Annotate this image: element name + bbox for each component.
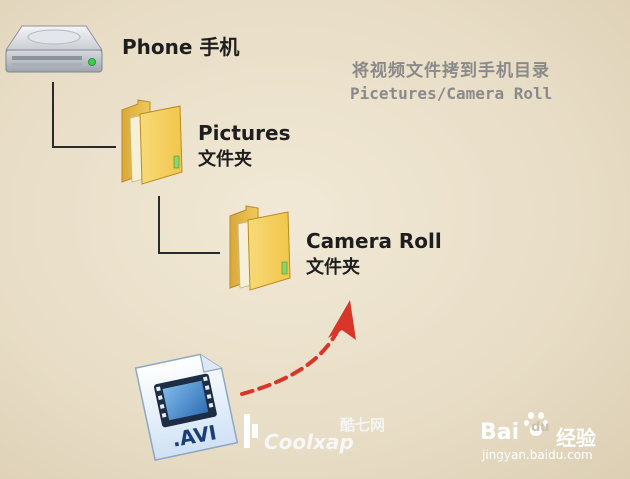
- tree-line-phone-horizontal: [52, 146, 116, 148]
- pictures-sub-label: 文件夹: [198, 149, 252, 170]
- baidu-watermark-url: jingyan.baidu.com: [482, 448, 593, 462]
- phone-label: Phone 手机: [122, 35, 240, 59]
- baidu-watermark-brand: Bai: [480, 420, 520, 445]
- camera-roll-sub-label: 文件夹: [306, 257, 360, 278]
- baidu-watermark-brand-du: du: [531, 420, 550, 435]
- hard-drive-icon: [5, 25, 103, 73]
- video-file-icon: [134, 353, 239, 461]
- tree-line-pictures-vertical: [158, 196, 160, 254]
- coolxap-watermark-en: Coolxap: [264, 430, 354, 454]
- baidu-watermark-cn: 经验: [556, 426, 596, 450]
- pictures-label: Pictures: [198, 121, 291, 145]
- coolxap-watermark-cn: 酷七网: [340, 416, 386, 434]
- baidu-paw-icon: [524, 412, 550, 438]
- arrow-icon: [240, 300, 356, 396]
- tree-line-phone-vertical: [52, 82, 54, 148]
- instruction-note-line2: Picetures/Camera Roll: [350, 84, 553, 103]
- camera-roll-label: Camera Roll: [306, 229, 442, 253]
- tree-line-pictures-horizontal: [158, 252, 220, 254]
- coolxap-logo: [244, 414, 262, 448]
- folder-icon: [229, 205, 291, 291]
- instruction-note-line1: 将视频文件拷到手机目录: [352, 61, 550, 81]
- folder-icon: [121, 99, 183, 185]
